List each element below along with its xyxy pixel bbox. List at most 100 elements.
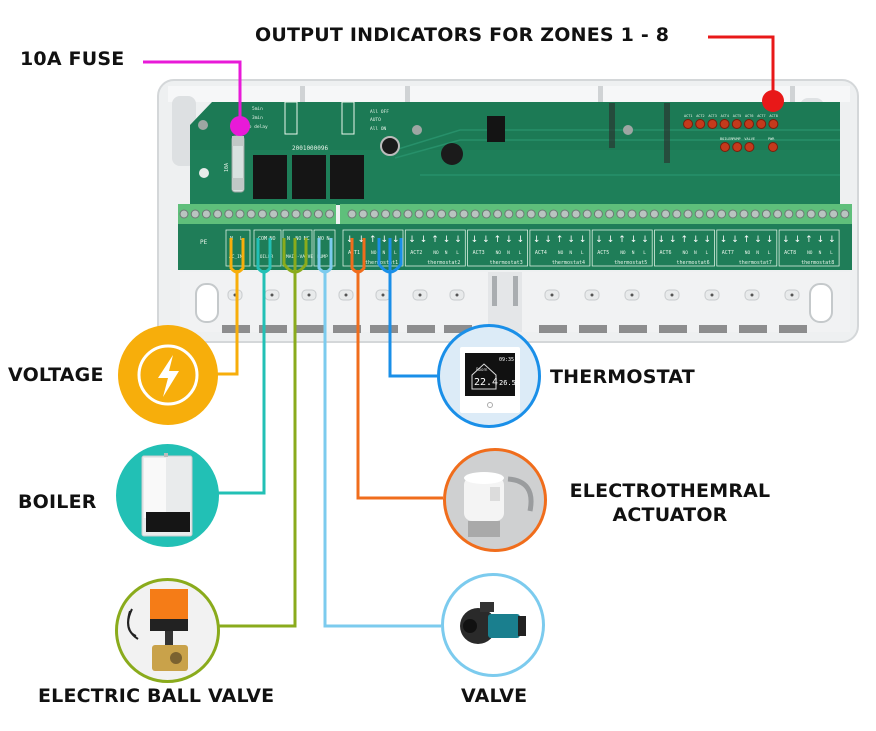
terminal-screw[interactable] — [784, 209, 794, 219]
terminal-screw[interactable] — [728, 209, 738, 219]
terminal-screw[interactable] — [425, 209, 435, 219]
terminal-screw[interactable] — [549, 209, 559, 219]
terminal-screw[interactable] — [179, 209, 189, 219]
terminal-screw[interactable] — [369, 209, 379, 219]
arrow-down-icon: ↓ — [408, 235, 416, 245]
terminal-screw[interactable] — [616, 209, 626, 219]
terminal-screw[interactable] — [526, 209, 536, 219]
terminal-screw[interactable] — [280, 209, 290, 219]
arrow-down-icon: ↓ — [579, 235, 587, 245]
terminal-screw[interactable] — [246, 209, 256, 219]
terminal-screw[interactable] — [627, 209, 637, 219]
clip-hole — [455, 293, 459, 297]
pin-label: N — [756, 250, 759, 256]
terminal-screw[interactable] — [291, 209, 301, 219]
terminal-screw[interactable] — [481, 209, 491, 219]
terminal-screw[interactable] — [201, 209, 211, 219]
arrow-down-icon: ↓ — [607, 235, 615, 245]
terminal-screw[interactable] — [213, 209, 223, 219]
terminal-screw[interactable] — [224, 209, 234, 219]
terminal-screw[interactable] — [347, 209, 357, 219]
pin-label: L — [519, 250, 522, 256]
pin-label: N — [819, 250, 822, 256]
terminal-screw[interactable] — [571, 209, 581, 219]
terminal-screw[interactable] — [414, 209, 424, 219]
arrow-down-icon: ↓ — [420, 235, 428, 245]
terminal-screw[interactable] — [257, 209, 267, 219]
terminal-screw[interactable] — [437, 209, 447, 219]
terminal-screw[interactable] — [705, 209, 715, 219]
terminal-screw[interactable] — [717, 209, 727, 219]
actuator-label: ELECTROTHEMRAL ACTUATOR — [563, 480, 777, 526]
terminal-group-pump — [313, 229, 336, 267]
terminal-screw[interactable] — [313, 209, 323, 219]
terminal-screw[interactable] — [235, 209, 245, 219]
terminal-screw[interactable] — [325, 209, 335, 219]
arrow-down-icon: ↓ — [595, 235, 603, 245]
terminal-screw[interactable] — [773, 209, 783, 219]
terminal-screw[interactable] — [750, 209, 760, 219]
led-act7 — [756, 119, 767, 129]
terminal-screw[interactable] — [381, 209, 391, 219]
arrow-down-icon: ↓ — [482, 235, 490, 245]
terminal-screw[interactable] — [302, 209, 312, 219]
terminal-screw[interactable] — [840, 209, 850, 219]
terminal-screw[interactable] — [829, 209, 839, 219]
terminal-screw[interactable] — [649, 209, 659, 219]
terminal-screw[interactable] — [403, 209, 413, 219]
fuse-leader-line — [143, 60, 242, 126]
enclosure-bottom — [180, 272, 850, 333]
terminal-screw[interactable] — [493, 209, 503, 219]
cable-slot — [407, 325, 435, 333]
arrow-down-icon: ↓ — [443, 235, 451, 245]
terminal-screw[interactable] — [605, 209, 615, 219]
cable-slot — [699, 325, 727, 333]
switch-option: 5min — [252, 106, 263, 112]
arrow-down-icon: ↓ — [517, 235, 525, 245]
terminal-screw[interactable] — [761, 209, 771, 219]
voltage-label: VOLTAGE — [8, 364, 104, 386]
terminal-screw[interactable] — [672, 209, 682, 219]
terminal-screw[interactable] — [795, 209, 805, 219]
terminal-screw[interactable] — [661, 209, 671, 219]
pin-label: L — [706, 250, 709, 256]
arrow-down-icon: ↓ — [817, 235, 825, 245]
terminal-screw[interactable] — [683, 209, 693, 219]
terminal-screw[interactable] — [806, 209, 816, 219]
terminal-screw[interactable] — [537, 209, 547, 219]
terminal-screw[interactable] — [504, 209, 514, 219]
terminal-screw[interactable] — [582, 209, 592, 219]
pin-label: N — [445, 250, 448, 256]
pin-label: NO — [371, 250, 377, 256]
terminal-screw[interactable] — [470, 209, 480, 219]
pin-label: L — [456, 250, 459, 256]
terminal-screw[interactable] — [269, 209, 279, 219]
pin-label: L — [394, 250, 397, 256]
terminal-screw[interactable] — [593, 209, 603, 219]
clip-hole — [270, 293, 274, 297]
terminal-screw[interactable] — [638, 209, 648, 219]
terminal-screw[interactable] — [560, 209, 570, 219]
mode-switch: All OFF AUTO All ON — [341, 101, 389, 135]
terminal-screw[interactable] — [739, 209, 749, 219]
group-label: BOILER — [257, 254, 274, 260]
terminal-group-ac_in — [225, 229, 251, 267]
terminal-screw[interactable] — [459, 209, 469, 219]
cable-slot — [779, 325, 807, 333]
terminal-screw[interactable] — [448, 209, 458, 219]
terminal-screw[interactable] — [515, 209, 525, 219]
terminal-screw[interactable] — [358, 209, 368, 219]
terminal-screw[interactable] — [392, 209, 402, 219]
cable-slot — [259, 325, 287, 333]
components — [380, 103, 670, 165]
valve-device — [441, 573, 545, 677]
switch-option: All ON — [370, 126, 387, 132]
terminal-screw[interactable] — [190, 209, 200, 219]
terminal-screw[interactable] — [817, 209, 827, 219]
led-label: ACT1 — [684, 114, 692, 118]
boiler-icon — [141, 453, 193, 537]
switch-option: No delay — [246, 124, 268, 130]
pin-label: NO — [270, 236, 276, 242]
terminal-screw[interactable] — [694, 209, 704, 219]
voltage-wire — [216, 270, 239, 376]
